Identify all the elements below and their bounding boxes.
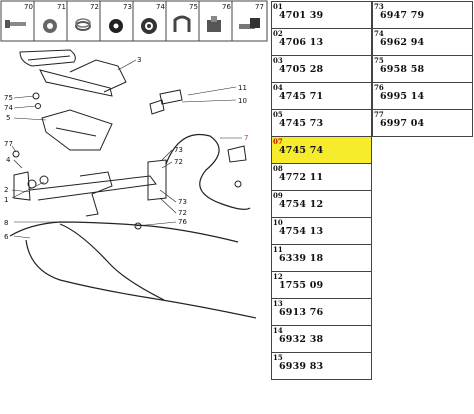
part-number: 4701 39 [279,10,324,21]
ref-label: 10 [273,218,283,227]
legend-label-76: 76 [222,3,231,11]
callout-3: 3 [137,56,141,64]
legend-label-71: 71 [57,3,66,11]
part-number: 4706 13 [279,37,324,48]
bolt-icon [5,20,26,28]
part-number: 1755 09 [279,280,324,291]
ref-label: 74 [374,29,384,38]
ref-label: 02 [273,29,283,38]
legend-label-70: 70 [24,3,33,11]
part-number: 4754 12 [279,199,324,210]
part-number: 4745 71 [279,91,324,102]
ref-label: 12 [273,272,283,281]
callout-8: 8 [4,219,8,227]
ref-label: 07 [273,137,283,146]
callout-72-b: 72 [178,209,187,217]
callout-11: 11 [238,84,247,92]
ref-label: 14 [273,326,283,335]
ref-label: 04 [273,83,283,92]
part-number: 4745 73 [279,118,324,129]
part-number: 4705 28 [279,64,324,75]
ref-label: 05 [273,110,283,119]
screw-nut-icon [239,18,260,29]
part-number: 6947 79 [380,10,425,21]
parts-diagram: 70 71 72 73 74 75 76 [0,0,268,319]
ref-label: 09 [273,191,283,200]
part-number: 6997 04 [380,118,425,129]
nut-icon [207,16,221,32]
callout-73-b: 73 [178,198,187,206]
part-number: 6995 14 [380,91,425,102]
ref-label: 13 [273,299,283,308]
ref-label: 75 [374,56,384,65]
ref-label: 77 [374,110,384,119]
legend-label-77: 77 [255,3,264,11]
callout-2: 2 [4,186,8,194]
legend-label-74: 74 [156,3,165,11]
ref-label: 08 [273,164,283,173]
washer-icon [43,19,57,33]
callout-6: 6 [4,233,9,241]
ref-label: 73 [374,2,384,11]
callout-75: 75 [4,94,13,102]
part-number: 6932 38 [279,334,324,345]
clip-icon [173,15,191,32]
callout-74: 74 [4,104,13,112]
spring-washer-icon [75,18,91,31]
part-number: 4772 11 [279,172,324,183]
callout-10: 10 [238,97,247,105]
part-number: 4745 74 [279,145,324,156]
callout-77: 77 [4,140,13,148]
callout-4: 4 [6,156,11,164]
legend-row: 70 71 72 73 74 75 76 [0,0,268,42]
part-number: 6913 76 [279,307,324,318]
legend-label-72: 72 [90,3,99,11]
ref-label: 03 [273,56,283,65]
part-number: 6939 83 [279,361,324,372]
star-washer-icon [141,18,157,34]
callout-73-a: 73 [174,146,183,154]
callout-7: 7 [244,134,248,142]
callout-76: 76 [178,218,187,226]
handbrake-lever-drawing [9,49,257,319]
ref-label: 01 [273,2,283,11]
callout-1: 1 [4,196,8,204]
callout-5: 5 [6,114,10,122]
legend-label-73: 73 [123,3,132,11]
part-number: 6958 58 [380,64,425,75]
ref-label: 11 [273,245,283,254]
part-number: 4754 13 [279,226,324,237]
part-number: 6962 94 [380,37,425,48]
disc-washer-icon [109,19,123,33]
legend-label-75: 75 [189,3,198,11]
callout-labels: 3 11 10 75 74 5 77 4 2 1 8 6 73 72 73 72… [4,56,248,241]
ref-label: 15 [273,353,283,362]
part-number: 6339 18 [279,253,324,264]
ref-label: 76 [374,83,384,92]
callout-72-a: 72 [174,158,183,166]
